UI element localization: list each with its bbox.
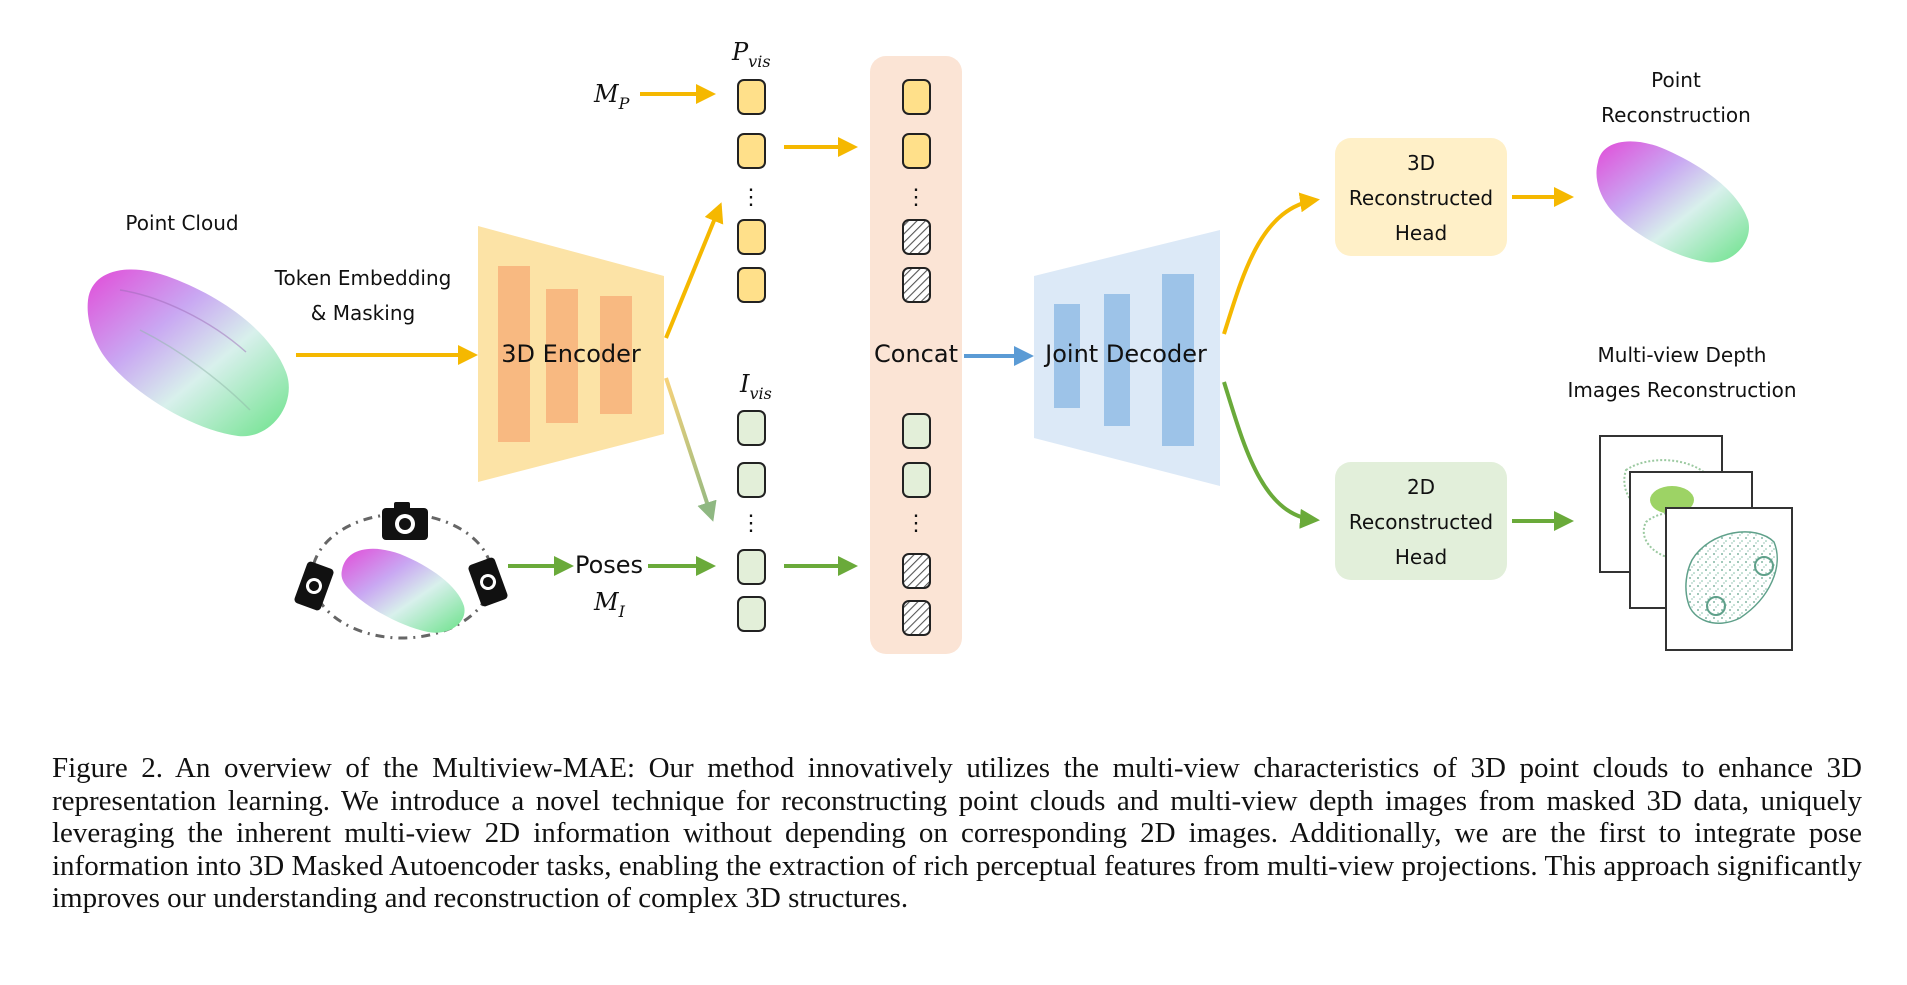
visible-image-token [737,596,766,632]
depth-recon-label-line2: Images Reconstruction [1567,378,1796,402]
encoder-bar [498,266,530,442]
camera-icon [382,502,428,540]
pvis-ellipsis: ⋮ [740,185,762,210]
figure-caption: Figure 2. An overview of the Multiview-M… [52,752,1862,914]
concat-lower-ellipsis: ⋮ [905,511,927,536]
3d-head-label-line2: Reconstructed [1349,186,1493,210]
decoder-to-3d-head-arrow [1222,192,1320,335]
token-embedding-label-line2: & Masking [311,301,415,325]
masked-image-token [902,553,931,589]
3d-head-label-line3: Head [1395,221,1447,245]
pvis-label: Pvis [731,38,771,71]
point-cloud-icon [87,269,289,437]
visible-point-token [737,79,766,115]
masked-point-token [902,267,931,303]
concat-block: ⋮ Concat ⋮ [870,56,962,654]
encoder-block: 3D Encoder [478,226,664,482]
visible-image-token [737,462,766,498]
3d-head-label-line1: 3D [1407,151,1435,175]
encoder-bar [546,289,578,423]
decoder-bar [1054,304,1080,408]
camera-icon [294,561,334,611]
masked-image-token [902,600,931,636]
point-recon-label-line1: Point [1651,68,1701,92]
point-cloud-icon [1596,141,1749,263]
ivis-token-column: ⋮ [737,410,766,632]
2d-head-label-line2: Reconstructed [1349,510,1493,534]
ivis-label: Ivis [739,370,772,403]
mp-label: MP [593,80,630,113]
pvis-token-column: ⋮ [737,79,766,303]
depth-image-stack [1599,435,1793,651]
concat-label: Concat [874,340,958,368]
multi-view-camera-ring [294,502,508,640]
visible-image-token [737,410,766,446]
camera-icon [468,557,508,607]
visible-point-token [737,133,766,169]
point-recon-label-line2: Reconstruction [1601,103,1751,127]
2d-head-label-line3: Head [1395,545,1447,569]
ivis-ellipsis: ⋮ [740,511,762,536]
poses-label: Poses [575,551,643,579]
visible-point-token [737,219,766,255]
depth-recon-label-line1: Multi-view Depth [1598,343,1767,367]
concat-image-token [902,413,931,449]
visible-point-token [737,267,766,303]
decoder-label: Joint Decoder [1043,340,1207,368]
concat-upper-ellipsis: ⋮ [905,185,927,210]
concat-point-token [902,79,931,115]
3d-reconstructed-head: 3D Reconstructed Head [1335,138,1507,256]
point-cloud-icon [341,548,465,633]
2d-head-label-line1: 2D [1407,475,1435,499]
concat-point-token [902,133,931,169]
token-embedding-label-line1: Token Embedding [274,266,452,290]
visible-image-token [737,549,766,585]
decoder-block: Joint Decoder [1034,230,1220,486]
concat-image-token [902,462,931,498]
encoder-to-pvis-arrow [664,202,724,339]
encoder-bar [600,296,632,414]
decoder-to-2d-head-arrow [1222,381,1320,529]
decoder-bar [1104,294,1130,426]
decoder-bar [1162,274,1194,446]
encoder-to-ivis-arrow [664,377,717,522]
encoder-label: 3D Encoder [501,340,641,368]
mi-label: MI [593,588,626,621]
2d-reconstructed-head: 2D Reconstructed Head [1335,462,1507,580]
point-cloud-label: Point Cloud [125,211,238,235]
masked-point-token [902,219,931,255]
